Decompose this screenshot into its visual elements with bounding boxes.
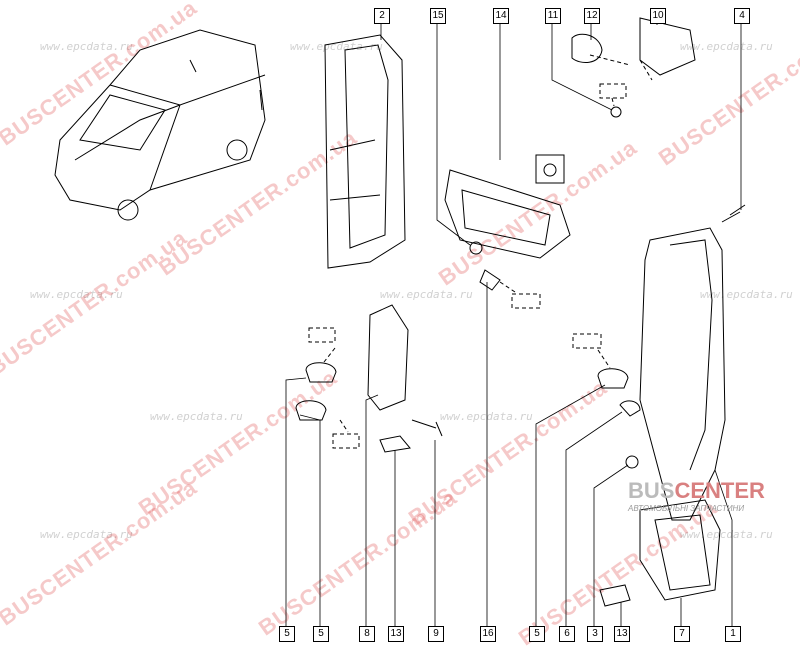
logo-bus: BUS: [628, 478, 675, 503]
callout-label: 11: [545, 8, 561, 24]
callout-label: 3: [587, 626, 603, 642]
callout-label: 5: [279, 626, 295, 642]
callout-label: 13: [388, 626, 404, 642]
callout-label: 8: [359, 626, 375, 642]
callout-label: 5: [313, 626, 329, 642]
callout-label: 9: [428, 626, 444, 642]
rear-lamp-lower: [599, 499, 721, 607]
rear-lamp-left: [324, 34, 406, 269]
watermark-site: www.epcdata.ru: [290, 40, 383, 53]
watermark-site: www.epcdata.ru: [30, 288, 123, 301]
callout-label: 12: [584, 8, 600, 24]
rear-lamp-middle: [295, 304, 443, 453]
buscenter-logo: BUSCENTER АВТОМОБІЛЬНІ ЗАПЧАСТИНИ: [628, 478, 765, 513]
logo-center: CENTER: [674, 478, 765, 503]
callout-label: 1: [725, 626, 741, 642]
callout-label: 6: [559, 626, 575, 642]
van-illustration: [54, 29, 266, 221]
callout-label: 7: [674, 626, 690, 642]
logo-subtitle: АВТОМОБІЛЬНІ ЗАПЧАСТИНИ: [628, 504, 745, 513]
watermark-site: www.epcdata.ru: [150, 410, 243, 423]
watermark-site: www.epcdata.ru: [40, 528, 133, 541]
callout-label: 16: [480, 626, 496, 642]
callout-label: 4: [734, 8, 750, 24]
callout-label: 10: [650, 8, 666, 24]
rear-lamp-right: [597, 227, 726, 521]
callout-label: 5: [529, 626, 545, 642]
leader-lines: [285, 22, 742, 626]
callout-label: 2: [374, 8, 390, 24]
watermark-site: www.epcdata.ru: [680, 40, 773, 53]
watermark-site: www.epcdata.ru: [440, 410, 533, 423]
watermark-site: www.epcdata.ru: [380, 288, 473, 301]
watermark-site: www.epcdata.ru: [40, 40, 133, 53]
number-plate-lamp: [444, 154, 571, 259]
callout-label: 14: [493, 8, 509, 24]
socket-brackets: [308, 54, 653, 449]
callout-label: 15: [430, 8, 446, 24]
callout-label: 13: [614, 626, 630, 642]
bulbs-top: [469, 17, 746, 291]
